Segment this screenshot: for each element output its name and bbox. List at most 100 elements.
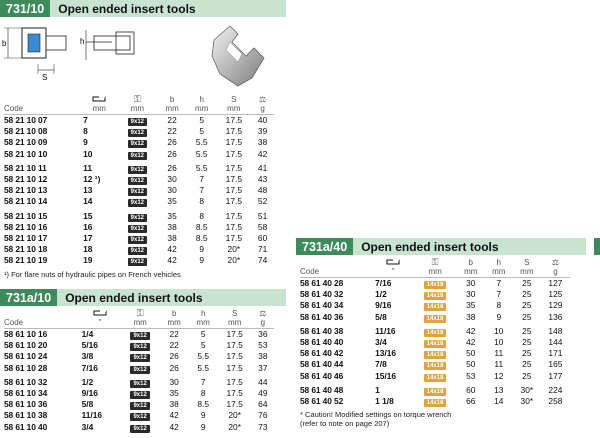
value-cell: 7 xyxy=(200,376,206,387)
value-cell: 26 xyxy=(167,162,177,173)
drive-cell: 9x12 xyxy=(117,208,157,222)
size-cell: 15/16 xyxy=(375,370,397,381)
drive-badge: 14x18 xyxy=(423,340,447,349)
size-cell: 14 xyxy=(83,196,93,207)
tool-diagram: b S h xyxy=(2,22,172,82)
column-header-weight: ⚖ g xyxy=(259,309,267,327)
next-section-edge xyxy=(594,238,600,255)
next-section-fragment xyxy=(594,262,600,272)
value-cell: 17.5 xyxy=(226,399,243,410)
value-cell: 17.5 xyxy=(225,137,242,148)
weight-icon: ⚖ xyxy=(259,309,267,318)
code-cell: 58 21 10 17 xyxy=(4,233,48,244)
drive-badge: 14x18 xyxy=(423,387,447,396)
value-cell: 171 xyxy=(548,348,563,359)
value-cell: 8 xyxy=(199,196,205,207)
value-cell: 30* xyxy=(520,396,534,407)
drive-badge: 9x12 xyxy=(130,332,150,340)
drive-cell: 14x18 xyxy=(414,323,457,337)
open-jaw-icon xyxy=(92,96,106,102)
value-cell: 26 xyxy=(167,148,177,159)
code-cell: 58 61 40 46 xyxy=(300,370,344,381)
value-cell: 42 xyxy=(466,337,476,348)
value-cell: 17.5 xyxy=(226,329,243,339)
column-header-weight: ⚖ g xyxy=(259,95,267,113)
value-cell: 11 xyxy=(494,348,504,359)
code-cell: 58 61 10 20 xyxy=(4,340,48,351)
value-cell: 22 xyxy=(167,126,177,137)
value-cell: 20* xyxy=(227,255,241,266)
value-cell: 30 xyxy=(167,174,177,185)
section-header: 731/10 Open ended insert tools xyxy=(0,0,286,17)
value-cell: 73 xyxy=(258,421,268,432)
drive-cell: 9x12 xyxy=(117,222,157,233)
size-cell: 17 xyxy=(83,233,93,244)
code-cell: 58 61 10 36 xyxy=(4,399,48,410)
value-cell: 17.5 xyxy=(225,233,242,244)
drive-badge: 14x18 xyxy=(423,373,447,382)
value-cell: 20* xyxy=(228,421,241,432)
size-cell: 5/8 xyxy=(81,399,94,410)
value-cell: 30* xyxy=(520,384,534,395)
value-cell: 76 xyxy=(258,410,268,421)
code-cell: 58 21 10 08 xyxy=(4,126,48,137)
section-731-10: 731/10 Open ended insert tools xyxy=(0,0,286,17)
drive-badge: 9x12 xyxy=(127,165,148,174)
value-cell: 42 xyxy=(257,148,268,159)
value-cell: 17.5 xyxy=(226,362,243,373)
section-title: Open ended insert tools xyxy=(50,0,286,17)
column-header-code: Code xyxy=(4,317,24,327)
drive-cell: 14x18 xyxy=(414,278,457,290)
value-cell: 43 xyxy=(257,174,268,185)
weight-icon: ⚖ xyxy=(551,258,559,267)
size-cell: 1/4 xyxy=(81,329,94,339)
value-cell: 177 xyxy=(548,370,563,381)
code-cell: 58 21 10 15 xyxy=(4,210,48,221)
value-cell: 64 xyxy=(258,399,268,410)
value-cell: 5 xyxy=(200,340,206,351)
drive-badge: 14x18 xyxy=(423,351,447,360)
value-cell: 36 xyxy=(258,329,268,339)
value-cell: 40 xyxy=(257,115,268,125)
drive-cell: 9x12 xyxy=(121,374,160,388)
drive-icon: ⚿ xyxy=(133,94,141,104)
value-cell: 9 xyxy=(199,244,205,255)
value-cell: 74 xyxy=(257,255,268,266)
s-label: S xyxy=(42,73,47,82)
drive-cell: 14x18 xyxy=(414,371,457,382)
weight-icon: ⚖ xyxy=(259,95,267,104)
value-cell: 53 xyxy=(466,370,476,381)
value-cell: 38 xyxy=(257,137,268,148)
value-cell: 5.5 xyxy=(197,351,209,362)
value-cell: 125 xyxy=(548,289,563,300)
code-cell: 58 21 10 16 xyxy=(4,221,48,232)
value-cell: 49 xyxy=(258,388,268,399)
column-header-code: Code xyxy=(300,266,320,276)
column-header-drive: ⚿ mm xyxy=(428,257,442,276)
code-cell: 58 61 40 42 xyxy=(300,348,344,359)
value-cell: 44 xyxy=(258,376,268,387)
value-cell: 30 xyxy=(466,289,476,300)
value-cell: 8 xyxy=(496,300,502,311)
value-cell: 17.5 xyxy=(225,126,242,137)
drive-cell: 14x18 xyxy=(414,289,457,301)
value-cell: 7 xyxy=(199,174,205,185)
value-cell: 5.5 xyxy=(195,148,208,159)
size-cell: 3/4 xyxy=(375,337,387,348)
